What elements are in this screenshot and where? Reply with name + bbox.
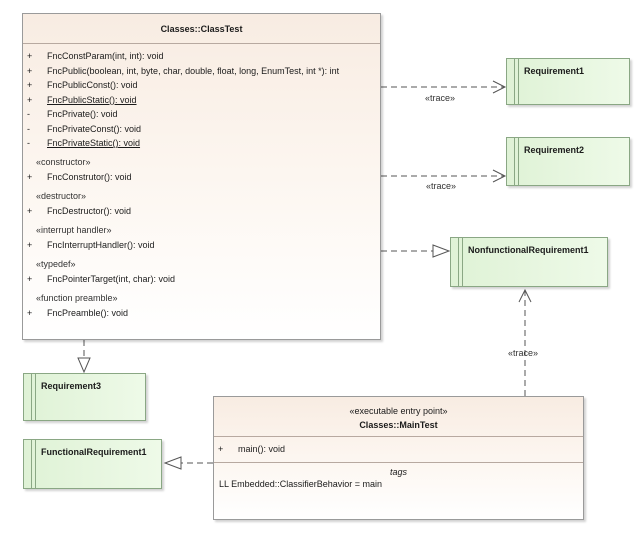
- class-test-box[interactable]: Classes::ClassTest + FncConstParam(int, i…: [22, 13, 381, 340]
- signature: FncDestructor(): void: [47, 206, 132, 216]
- signature: FncPreamble(): void: [47, 308, 129, 318]
- visibility: +: [27, 51, 33, 61]
- requirement3-label: Requirement3: [41, 381, 102, 391]
- stereotype-label: «typedef»: [36, 259, 76, 269]
- functional-requirement-box[interactable]: FunctionalRequirement1: [23, 439, 162, 489]
- requirement1-box[interactable]: Requirement1: [506, 58, 630, 105]
- stereotype-label: «destructor»: [36, 191, 87, 201]
- tags-header: tags: [389, 467, 407, 477]
- triangle-functional: [163, 456, 182, 470]
- visibility: +: [27, 274, 33, 284]
- operation[interactable]: + FncPreamble(): void: [23, 306, 380, 321]
- triangle-req3: [77, 357, 91, 374]
- signature: FncPrivateConst(): void: [47, 123, 142, 134]
- requirement-bar: [514, 138, 519, 185]
- visibility: +: [218, 444, 224, 454]
- nonfunctional-requirement-box[interactable]: NonfunctionalRequirement1: [450, 237, 608, 287]
- triangle-nonfunctional: [432, 244, 451, 258]
- trace-label-2: «trace»: [426, 181, 457, 191]
- trace-label-3: «trace»: [508, 348, 539, 358]
- operation[interactable]: - FncPrivate(): void: [23, 107, 380, 122]
- signature: FncPointerTarget(int, char): void: [47, 274, 176, 284]
- signature: main(): void: [238, 444, 286, 454]
- visibility: +: [27, 94, 33, 105]
- visibility: -: [27, 109, 30, 119]
- visibility: -: [27, 123, 30, 134]
- main-test-title: Classes::MainTest: [359, 420, 438, 430]
- operation[interactable]: + FncPublicConst(): void: [23, 78, 380, 93]
- operation[interactable]: + FncPointerTarget(int, char): void: [23, 272, 380, 287]
- stereotype-group: «constructor» + FncConstrutor(): void: [23, 155, 380, 189]
- main-test-operations: + main(): void: [214, 437, 583, 463]
- signature: FncPrivateStatic(): void: [47, 138, 141, 148]
- requirement-bar: [31, 374, 36, 420]
- requirement-bar: [514, 59, 519, 104]
- arrowhead-req1: [492, 80, 507, 94]
- requirement3-box[interactable]: Requirement3: [23, 373, 146, 421]
- trace-label-1: «trace»: [425, 93, 456, 103]
- visibility: +: [27, 206, 33, 216]
- stereotype-label: «function preamble»: [36, 293, 118, 303]
- main-test-header: «executable entry point» Classes::MainTe…: [214, 397, 583, 437]
- visibility: +: [27, 240, 33, 250]
- requirement-bar: [458, 238, 463, 286]
- class-test-title: Classes::ClassTest: [23, 14, 380, 44]
- signature: FncPublicStatic(): void: [47, 94, 137, 105]
- tag-value: LL Embedded::ClassifierBehavior = main: [219, 479, 383, 489]
- visibility: +: [27, 308, 33, 318]
- main-test-box[interactable]: «executable entry point» Classes::MainTe…: [213, 396, 584, 520]
- stereotype-groups: «constructor» + FncConstrutor(): void «de…: [23, 155, 380, 325]
- operation[interactable]: + FncPublicStatic(): void: [23, 93, 380, 108]
- signature: FncPublicConst(): void: [47, 80, 138, 90]
- operation[interactable]: + FncConstrutor(): void: [23, 170, 380, 185]
- visibility: +: [27, 172, 33, 182]
- signature: FncPublic(boolean, int, byte, char, doub…: [47, 65, 340, 76]
- stereotype-group: «interrupt handler» + FncInterruptHandler…: [23, 223, 380, 257]
- stereotype-group: «destructor» + FncDestructor(): void: [23, 189, 380, 223]
- stereotype-label: «constructor»: [36, 157, 91, 167]
- signature: FncPrivate(): void: [47, 109, 118, 119]
- stereotype-group: «function preamble» + FncPreamble(): void: [23, 291, 380, 325]
- operation[interactable]: - FncPrivateConst(): void: [23, 122, 380, 137]
- signature: FncConstrutor(): void: [47, 172, 132, 182]
- arrowhead-maintest: [518, 288, 532, 303]
- signature: FncInterruptHandler(): void: [47, 240, 155, 250]
- requirement1-label: Requirement1: [524, 66, 585, 76]
- operation[interactable]: + FncPublic(boolean, int, byte, char, dou…: [23, 64, 380, 79]
- class-test-operations: + FncConstParam(int, int): void + FncPubli…: [23, 49, 380, 151]
- requirement-bar: [31, 440, 36, 488]
- functional-requirement-label: FunctionalRequirement1: [41, 447, 147, 457]
- main-test-stereotype: «executable entry point»: [349, 406, 448, 416]
- signature: FncConstParam(int, int): void: [47, 51, 164, 61]
- nonfunctional-requirement-label: NonfunctionalRequirement1: [468, 245, 589, 255]
- operation[interactable]: + FncDestructor(): void: [23, 204, 380, 219]
- requirement2-label: Requirement2: [524, 145, 585, 155]
- stereotype-label: «interrupt handler»: [36, 225, 112, 235]
- operation[interactable]: + FncInterruptHandler(): void: [23, 238, 380, 253]
- visibility: +: [27, 80, 33, 90]
- operation[interactable]: + main(): void: [214, 442, 583, 457]
- requirement2-box[interactable]: Requirement2: [506, 137, 630, 186]
- visibility: -: [27, 138, 30, 148]
- stereotype-group: «typedef» + FncPointerTarget(int, char): …: [23, 257, 380, 291]
- arrowhead-req2: [492, 169, 507, 183]
- visibility: +: [27, 65, 33, 76]
- operation[interactable]: - FncPrivateStatic(): void: [23, 136, 380, 151]
- operation[interactable]: + FncConstParam(int, int): void: [23, 49, 380, 64]
